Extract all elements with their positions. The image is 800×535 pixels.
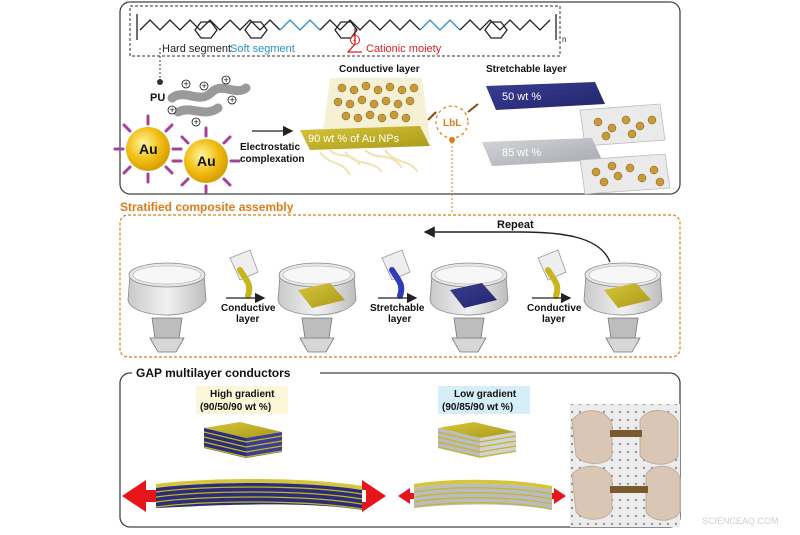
au-particle-2 xyxy=(171,126,241,194)
svg-text:+: + xyxy=(170,105,175,115)
pour-cup-gold-2 xyxy=(537,249,567,299)
beaker-4-gold-film xyxy=(604,283,651,308)
stretchable-50-film xyxy=(486,82,605,110)
cationic-moiety-label: Cationic moiety xyxy=(366,43,442,55)
repeat-label: Repeat xyxy=(497,219,534,231)
stretchable-50-label: 50 wt % xyxy=(502,91,541,103)
cationic-charge-icon xyxy=(350,35,360,45)
au-particle-1 xyxy=(113,114,183,184)
pu-chain xyxy=(167,83,251,103)
connector-dot xyxy=(157,79,163,85)
step-3-label-1: Conductive xyxy=(527,303,582,314)
lbl-label: LbL xyxy=(443,118,461,129)
step-2-label-2: layer xyxy=(388,314,411,325)
low-gradient-stack xyxy=(437,422,517,458)
svg-text:+: + xyxy=(202,81,207,91)
stretchable-50-particles xyxy=(593,115,657,141)
high-gradient-stack xyxy=(203,422,283,458)
polymer-chain xyxy=(136,14,557,53)
hard-segment-label: Hard segment xyxy=(162,43,231,55)
pu-chain-2 xyxy=(173,103,223,117)
au-label-2: Au xyxy=(197,153,216,169)
watermark: SCIENCEAQ.COM xyxy=(702,516,779,526)
beaker-3-navy-film xyxy=(450,283,497,308)
stretch-arrow-left-1 xyxy=(122,480,156,512)
stretch-arrow-right-2 xyxy=(552,488,566,504)
pour-cup-gold-1 xyxy=(229,249,259,299)
lbl-connector-dot xyxy=(449,137,455,143)
stretch-arrow-left-2 xyxy=(398,488,414,504)
high-gradient-bg xyxy=(196,386,288,414)
wavy-fibers xyxy=(319,149,419,176)
gap-title-bg xyxy=(132,365,320,381)
repeat-subscript-n: n xyxy=(562,35,566,44)
low-gradient-label-1: Low gradient xyxy=(454,389,517,400)
assembly-title: Stratified composite assembly xyxy=(120,200,294,214)
stretchable-50-crosssection xyxy=(579,103,666,147)
step-3-label-2: layer xyxy=(542,314,565,325)
beaker-2-gold-film xyxy=(298,283,345,308)
electrostatic-label-1: Electrostatic xyxy=(240,142,300,153)
conductive-nanoparticles xyxy=(333,81,419,123)
gap-title: GAP multilayer conductors xyxy=(136,366,291,380)
beaker-3 xyxy=(429,262,509,353)
beaker-2 xyxy=(277,262,357,353)
svg-text:+: + xyxy=(194,117,199,127)
lbl-arrow-right xyxy=(467,103,479,113)
conductive-layer-caption: 90 wt % of Au NPs xyxy=(308,133,400,145)
conductive-film xyxy=(300,126,430,150)
low-gradient-stretched xyxy=(413,479,553,510)
stretchable-85-label: 85 wt % xyxy=(502,147,541,159)
soft-segment-label: Soft segment xyxy=(230,43,295,55)
beaker-1 xyxy=(127,262,207,353)
step-1-label-2: layer xyxy=(236,314,259,325)
gloved-hands-photo xyxy=(570,404,681,527)
repeat-arrow xyxy=(423,226,611,263)
high-gradient-stretched xyxy=(155,479,363,510)
step-1-label-1: Conductive xyxy=(221,303,276,314)
svg-text:+: + xyxy=(230,95,235,105)
low-gradient-label-2: (90/85/90 wt %) xyxy=(442,402,513,413)
low-gradient-bg xyxy=(438,386,530,414)
beaker-4 xyxy=(583,262,663,353)
pour-cup-blue xyxy=(381,249,411,299)
stretch-arrow-right-1 xyxy=(362,480,386,512)
pu-label: PU xyxy=(150,92,165,104)
stretchable-layer-title: Stretchable layer xyxy=(486,64,567,75)
conductive-layer-title: Conductive layer xyxy=(339,64,420,75)
high-gradient-label-2: (90/50/90 wt %) xyxy=(200,402,271,413)
step-2-label-1: Stretchable xyxy=(370,303,425,314)
electrostatic-label-2: complexation xyxy=(240,154,304,165)
stretchable-85-particles xyxy=(591,161,665,187)
cationic-plus-glyph: + xyxy=(353,38,357,45)
svg-text:+: + xyxy=(184,79,189,89)
high-gradient-label-1: High gradient xyxy=(210,389,275,400)
lbl-arrow-left xyxy=(427,111,437,121)
svg-text:+: + xyxy=(224,75,229,85)
pu-plus-charges: + + + + + + xyxy=(167,75,237,127)
stretchable-85-film xyxy=(482,138,602,166)
au-label-1: Au xyxy=(139,141,158,157)
polymer-structure-box xyxy=(129,5,561,57)
